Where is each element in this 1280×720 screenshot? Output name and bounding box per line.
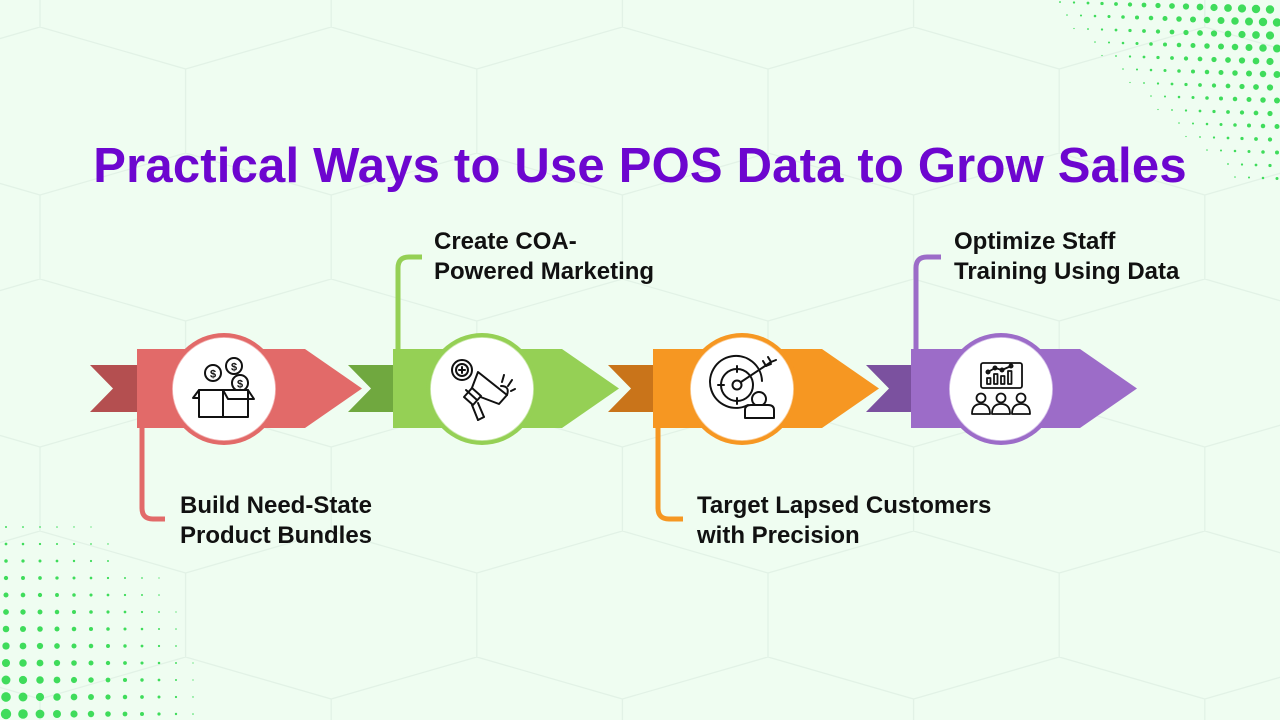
step-4-tail xyxy=(866,365,911,412)
step-2 xyxy=(348,254,619,445)
step-1-connector xyxy=(139,420,165,522)
svg-text:$: $ xyxy=(237,379,243,391)
page-title: Practical Ways to Use POS Data to Grow S… xyxy=(93,139,1187,193)
svg-text:$: $ xyxy=(210,369,216,381)
step-4-label: Optimize Staff Training Using Data xyxy=(954,227,1179,287)
step-1: $ $ $ xyxy=(90,333,362,522)
step-3-tail xyxy=(608,365,653,412)
target-customer-icon xyxy=(709,355,777,419)
staff-training-chart-icon xyxy=(971,362,1031,415)
step-3-connector xyxy=(655,420,683,522)
step-4-label-line2: Training Using Data xyxy=(954,258,1180,285)
step-1-tail xyxy=(90,365,137,412)
step-4-label-line1: Optimize Staff xyxy=(954,228,1116,255)
step-2-label: Create COA- Powered Marketing xyxy=(434,227,654,287)
svg-text:$: $ xyxy=(231,362,237,374)
step-3-label: Target Lapsed Customers with Precision xyxy=(697,491,991,551)
step-4-connector xyxy=(913,254,941,355)
megaphone-icon xyxy=(451,359,516,421)
step-2-tail xyxy=(348,365,393,412)
step-2-connector xyxy=(395,254,422,355)
step-1-label: Build Need-State Product Bundles xyxy=(180,491,372,551)
box-with-coins-icon: $ $ $ xyxy=(192,357,255,418)
step-1-label-line2: Product Bundles xyxy=(180,522,373,549)
step-4 xyxy=(866,254,1137,445)
step-2-label-line2: Powered Marketing xyxy=(434,258,655,285)
step-2-label-line1: Create COA- xyxy=(434,228,577,255)
step-3 xyxy=(608,333,879,522)
step-1-label-line1: Build Need-State xyxy=(180,492,373,519)
step-3-label-line1: Target Lapsed Customers xyxy=(697,492,992,519)
step-3-label-line2: with Precision xyxy=(697,522,860,549)
